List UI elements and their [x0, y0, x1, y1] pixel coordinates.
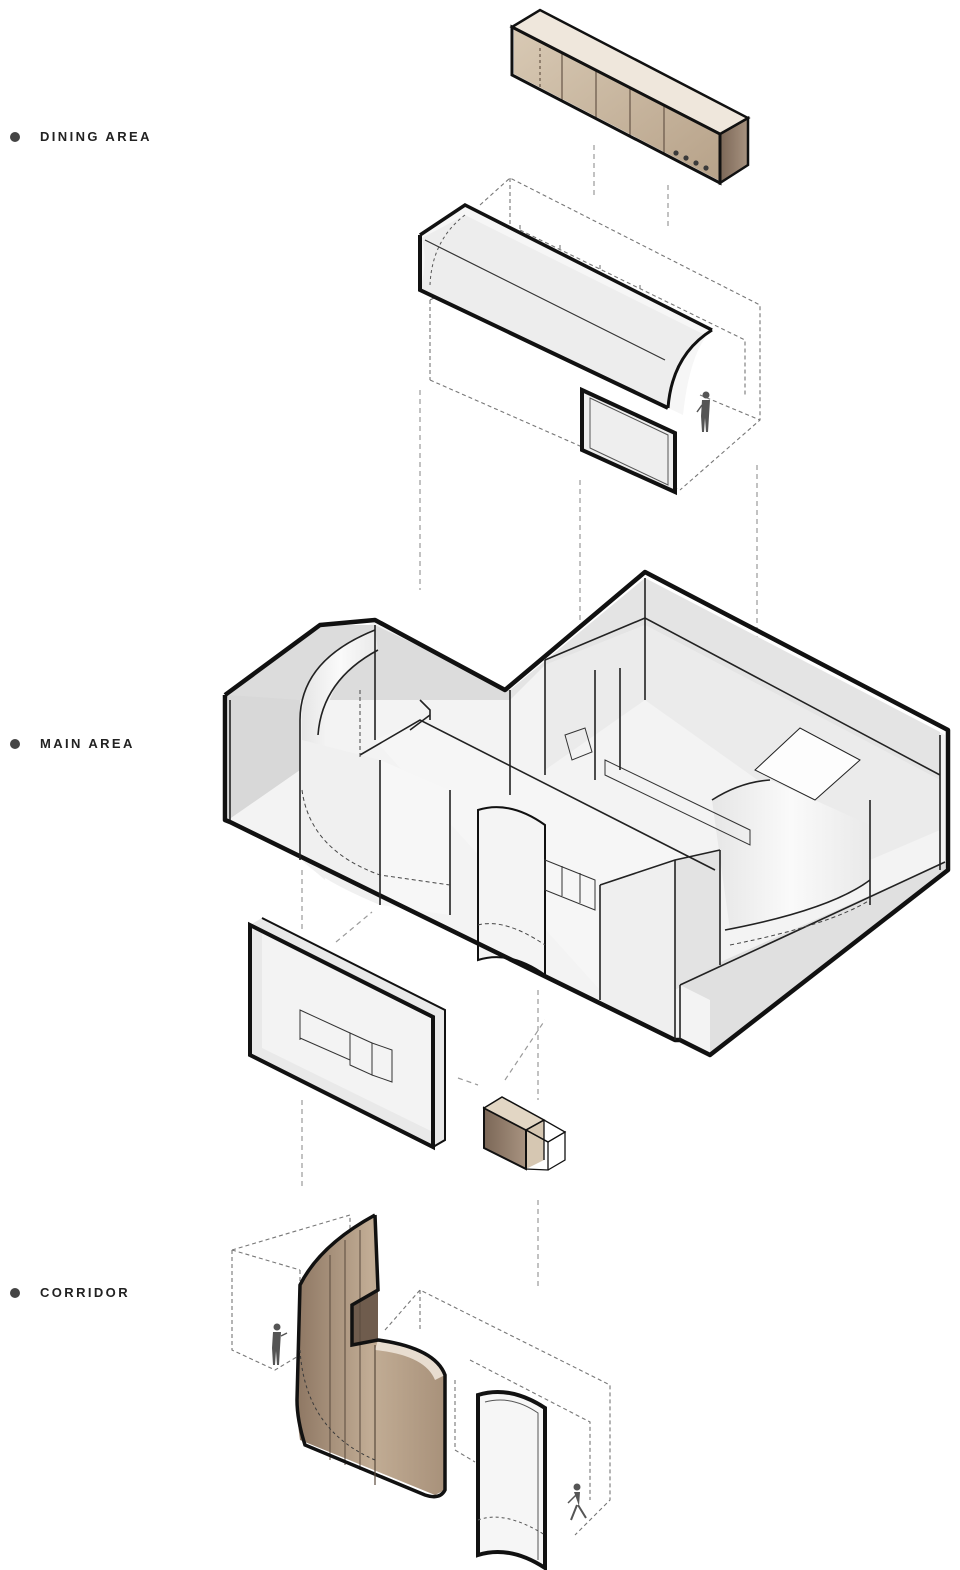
small-wood-cabinet [482, 1096, 567, 1171]
corridor-label-text: CORRIDOR [40, 1285, 130, 1300]
main-area-label: MAIN AREA [10, 736, 135, 751]
main-area-label-text: MAIN AREA [40, 736, 135, 751]
dining-counter-block [418, 202, 713, 415]
guide-lines [301, 145, 758, 1290]
dining-area-label-text: DINING AREA [40, 129, 152, 144]
person-figure-icon-dining [696, 391, 710, 432]
dining-shelf-box [509, 8, 751, 186]
corridor-capsule-panel [476, 1390, 547, 1570]
dining-small-panel [580, 386, 677, 496]
person-figure-icon-walking [567, 1483, 587, 1521]
corridor-curved-wood-wall [295, 1213, 447, 1499]
bullet-dot-icon [10, 131, 20, 142]
person-figure-icon-corridor [272, 1323, 288, 1365]
dining-area-label: DINING AREA [10, 129, 152, 144]
main-area-model [222, 569, 951, 1058]
corridor-label: CORRIDOR [10, 1285, 130, 1300]
main-wall-panel [248, 917, 446, 1151]
bullet-dot-icon [10, 1287, 20, 1298]
bullet-dot-icon [10, 738, 20, 749]
